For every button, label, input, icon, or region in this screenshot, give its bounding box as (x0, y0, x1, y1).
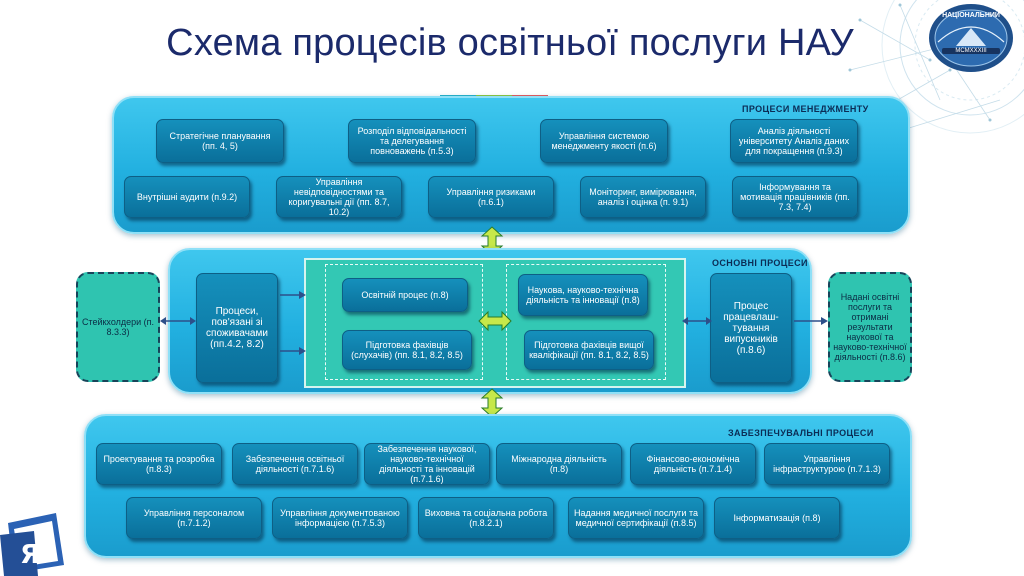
customer-to-panel-arrow-bottom-icon (280, 347, 306, 355)
specialist-training-box: Підготовка фахівців (слухачів) (пп. 8.1,… (342, 330, 472, 370)
stakeholders-box: Стейкхолдери (п. 8.3.3) (76, 272, 160, 382)
core-label: ОСНОВНІ ПРОЦЕСИ (712, 258, 808, 268)
internal-audits-box: Внутрішні аудити (п.9.2) (124, 176, 250, 218)
emblem-text: НАЦІОНАЛЬНИЙ (942, 12, 1000, 19)
social-work-box: Виховна та соціальна робота (п.8.2.1) (418, 497, 554, 539)
qms-management-box: Управління системою менеджменту якості (… (540, 119, 668, 163)
educational-process-box: Освітній процес (п.8) (342, 278, 468, 312)
employment-process-box: Процес працевлаш-тування випускників (п.… (710, 273, 792, 383)
title-underline (440, 86, 550, 99)
customer-processes-box: Процеси, пов'язані зі споживачами (пп.4.… (196, 273, 278, 383)
scientific-activity-box: Наукова, науково-технічна діяльність та … (518, 274, 648, 316)
svg-text:Я: Я (20, 540, 40, 570)
finance-activity-box: Фінансово-економічна діяльність (п.7.1.4… (630, 443, 756, 485)
page-title: Схема процесів освітньої послуги НАУ (166, 22, 854, 64)
science-support-box: Забезпечення наукової, науково-технічної… (364, 443, 490, 485)
design-development-box: Проектування та розробка (п.8.3) (96, 443, 222, 485)
outputs-box: Надані освітні послуги та отримані резул… (828, 272, 912, 382)
support-label: ЗАБЕЗПЕЧУВАЛЬНІ ПРОЦЕСИ (728, 428, 874, 438)
university-analysis-box: Аналіз діяльності університету Аналіз да… (730, 119, 858, 163)
nonconformity-management-box: Управління невідповідностями та коригува… (276, 176, 402, 218)
stakeholder-link-arrow-icon (160, 317, 196, 325)
staff-motivation-box: Інформування та мотивація працівників (п… (732, 176, 858, 218)
responsibility-delegation-box: Розподіл відповідальності та делегування… (348, 119, 476, 163)
international-activity-box: Міжнародна діяльність (п.8) (496, 443, 622, 485)
monitoring-box: Моніторинг, вимірювання, аналіз і оцінка… (580, 176, 706, 218)
infrastructure-management-box: Управління інфраструктурою (п.7.1.3) (764, 443, 890, 485)
informatization-box: Інформатизація (п.8) (714, 497, 840, 539)
medical-services-box: Надання медичної послуги та медичної сер… (568, 497, 704, 539)
strategic-planning-box: Стратегічне планування (пп. 4, 5) (156, 119, 284, 163)
customer-to-panel-arrow-top-icon (280, 291, 306, 299)
university-logo: НАЦІОНАЛЬНИЙ MCMXXXIII (926, 2, 1016, 74)
education-support-box: Забезпечення освітньої діяльності (п.7.1… (232, 443, 358, 485)
management-label: ПРОЦЕСИ МЕНЕДЖМЕНТУ (742, 104, 869, 114)
corner-logo-icon: Я (0, 513, 64, 576)
higher-qualification-box: Підготовка фахівців вищої кваліфікації (… (524, 330, 654, 370)
employment-to-outputs-arrow-icon (794, 317, 828, 325)
risk-management-box: Управління ризиками (п.6.1) (428, 176, 554, 218)
horizontal-double-arrow-icon (478, 310, 512, 332)
personnel-management-box: Управління персоналом (п.7.1.2) (126, 497, 262, 539)
document-management-box: Управління документованою інформацією (п… (272, 497, 408, 539)
emblem-year: MCMXXXIII (942, 48, 1000, 54)
panel-employment-link-arrow-icon (682, 317, 712, 325)
